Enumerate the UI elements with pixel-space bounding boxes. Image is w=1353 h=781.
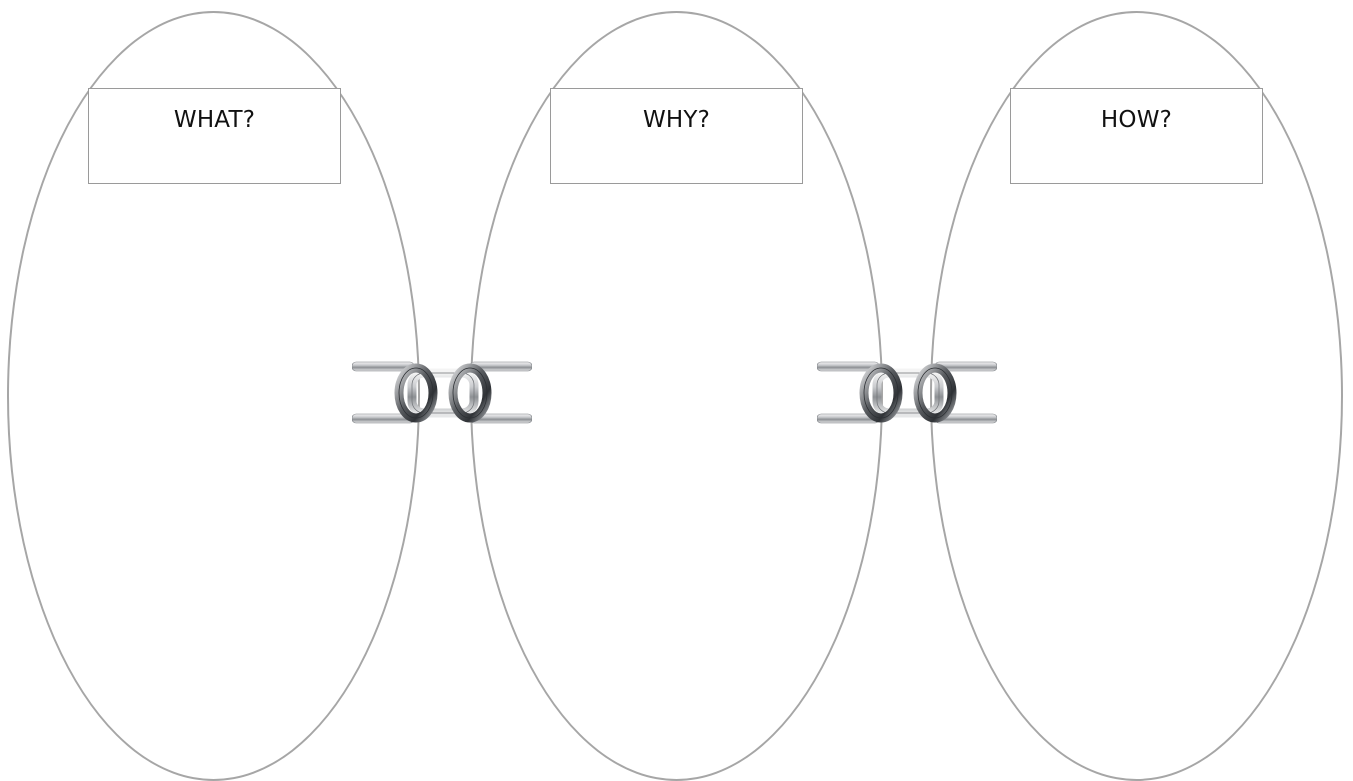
why-label: WHY? [643,107,710,133]
what-label-box: WHAT? [88,88,341,184]
how-label: HOW? [1101,107,1172,133]
what-label: WHAT? [174,107,255,133]
chain-link-icon [352,358,532,428]
why-label-box: WHY? [550,88,803,184]
chain-link-icon [817,358,997,428]
how-label-box: HOW? [1010,88,1263,184]
